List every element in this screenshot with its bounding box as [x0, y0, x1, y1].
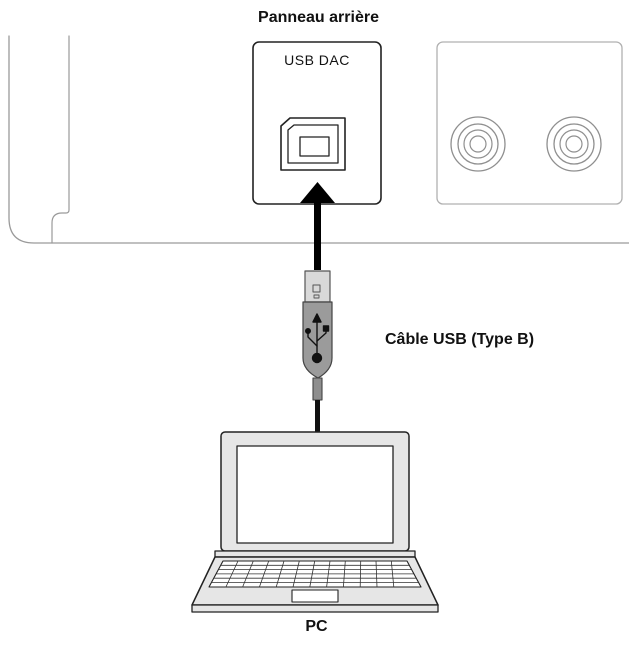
usb-b-port-icon	[280, 117, 346, 171]
port-label: USB DAC	[284, 52, 350, 68]
keyboard	[208, 560, 422, 588]
device-label: PC	[305, 618, 328, 635]
laptop-pc	[191, 431, 439, 613]
insert-arrow	[300, 182, 335, 270]
touchpad	[291, 589, 339, 603]
panel-title: Panneau arrière	[258, 9, 379, 26]
usb-cable	[302, 270, 333, 432]
rca-jack-left-icon	[450, 116, 506, 172]
rca-jack-plate	[436, 41, 623, 205]
cable-label: Câble USB (Type B)	[385, 331, 535, 348]
usb-trident-icon	[305, 313, 330, 364]
rear-panel	[8, 35, 629, 244]
usb-dac-port-plate	[252, 41, 382, 205]
rca-jack-right-icon	[546, 116, 602, 172]
